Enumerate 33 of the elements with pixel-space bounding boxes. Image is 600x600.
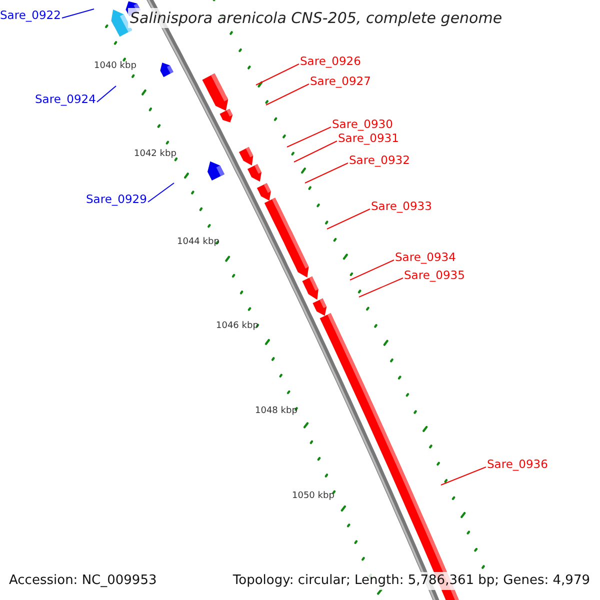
leader-line	[266, 84, 310, 106]
gene-label: Sare_0936	[487, 457, 548, 471]
gene-label: Sare_0927	[310, 74, 371, 88]
leader-line	[148, 182, 174, 202]
gene-label: Sare_0926	[300, 54, 361, 68]
gene-label: Sare_0931	[338, 131, 399, 145]
leader-line	[326, 208, 370, 230]
leader-line	[358, 278, 404, 298]
gene-label: Sare_0922	[0, 8, 61, 22]
leader-line	[256, 64, 300, 86]
scale-label: 1046 kbp	[216, 321, 258, 332]
scale-label: 1040 kbp	[94, 61, 136, 72]
gene-label: Sare_0929	[86, 192, 147, 206]
gene-label: Sare_0935	[404, 268, 465, 282]
leader-line	[350, 260, 394, 280]
gene-label: Sare_0930	[332, 117, 393, 131]
gene-label: Sare_0924	[35, 92, 96, 106]
scale-label: 1044 kbp	[177, 237, 220, 248]
leader-line	[286, 126, 332, 148]
leader-line	[294, 140, 338, 162]
leader-line	[96, 86, 116, 102]
leader-line	[304, 162, 348, 184]
scale-label: 1042 kbp	[134, 149, 176, 160]
scale-label: 1050 kbp	[292, 491, 334, 502]
gene-label: Sare_0932	[349, 153, 410, 167]
info-text: Accession: NC_009953	[9, 572, 157, 590]
gene-label: Sare_0933	[371, 199, 432, 213]
info-text: Topology: circular; Length: 5,786,361 bp; Genes: 4,979	[232, 572, 590, 590]
scale-label: 1048 kbp	[255, 406, 298, 417]
title: Salinispora arenicola CNS-205, complete genome	[128, 8, 504, 28]
leader-line	[440, 466, 486, 486]
leader-line	[62, 8, 94, 18]
gene-label: Sare_0934	[395, 250, 456, 264]
